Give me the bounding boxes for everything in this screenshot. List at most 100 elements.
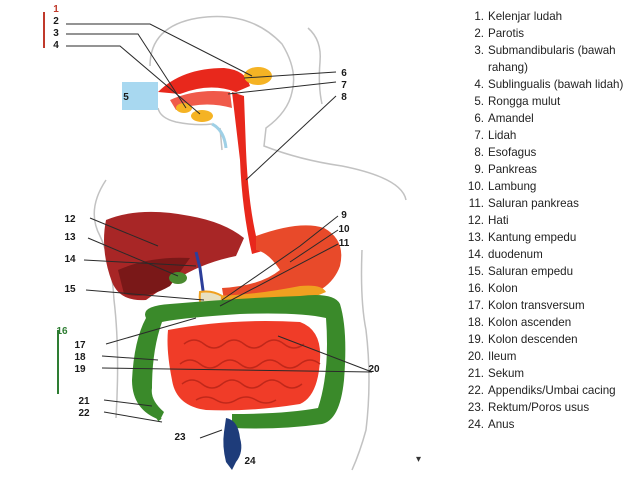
legend-number: 20. xyxy=(467,350,484,363)
callout-15: 15 xyxy=(64,284,76,295)
legend-number: 15. xyxy=(467,265,484,278)
callout-10: 10 xyxy=(338,224,350,235)
intestine-folds xyxy=(179,339,321,404)
legend-item: 15. Saluran empedu xyxy=(452,263,636,280)
legend-text: Hati xyxy=(488,214,509,227)
legend-number: 9. xyxy=(474,163,484,176)
leader-lines xyxy=(66,23,373,439)
legend-text: Kolon transversum xyxy=(488,299,585,312)
callout-18: 18 xyxy=(74,352,86,363)
legend-item: 18. Kolon ascenden xyxy=(452,314,636,331)
legend-text: Sublingualis (bawah lidah) xyxy=(488,78,624,91)
legend-number: 4. xyxy=(474,78,484,91)
legend-number: 8. xyxy=(474,146,484,159)
legend-text: Saluran empedu xyxy=(488,265,574,278)
legend-text: Saluran pankreas xyxy=(488,197,579,210)
legend-number: 18. xyxy=(467,316,484,329)
legend-text: Kolon ascenden xyxy=(488,316,572,329)
gallbladder xyxy=(169,272,187,284)
legend-item: 4. Sublingualis (bawah lidah) xyxy=(452,76,636,93)
legend-text: Submandibularis (bawah rahang) xyxy=(488,44,616,74)
legend-item: 12. Hati xyxy=(452,212,636,229)
legend-text: Kolon descenden xyxy=(488,333,578,346)
legend-text: Amandel xyxy=(488,112,534,125)
legend-item: 22. Appendiks/Umbai cacing xyxy=(452,382,636,399)
legend-number: 10. xyxy=(467,180,484,193)
callout-6: 6 xyxy=(341,68,347,79)
legend-number: 24. xyxy=(467,418,484,431)
legend-number: 19. xyxy=(467,333,484,346)
legend-item: 3. Submandibularis (bawah rahang) xyxy=(452,42,636,76)
legend-item: 23.Rektum/Poros usus xyxy=(452,399,636,416)
liver-shade xyxy=(118,257,190,296)
callout-21: 21 xyxy=(78,396,90,407)
legend-number: 12. xyxy=(467,214,484,227)
callout-1: 1 xyxy=(53,4,59,15)
rectum xyxy=(223,418,242,462)
legend-text: Sekum xyxy=(488,367,525,380)
legend-number: 2. xyxy=(474,27,484,40)
callout-2: 2 xyxy=(53,16,59,27)
legend-item: 24. Anus xyxy=(452,416,636,433)
legend-text: duodenum xyxy=(488,248,543,261)
callout-24: 24 xyxy=(244,456,256,467)
legend-text: Ileum xyxy=(488,350,517,363)
legend-number: 5. xyxy=(474,95,484,108)
legend-item: 6. Amandel xyxy=(452,110,636,127)
legend-item: 16. Kolon xyxy=(452,280,636,297)
legend-text: Esofagus xyxy=(488,146,537,159)
mouth-cavity-box xyxy=(122,82,158,110)
callout-13: 13 xyxy=(64,232,76,243)
legend-text: Rektum/Poros usus xyxy=(488,401,590,414)
callout-20: 20 xyxy=(368,364,380,375)
callout-17: 17 xyxy=(74,340,86,351)
legend-number: 1. xyxy=(474,10,484,23)
callout-19: 19 xyxy=(74,364,86,375)
legend-list: 1. Kelenjar ludah 2. Parotis 3. Submandibular… xyxy=(452,8,636,433)
legend-number: 16. xyxy=(467,282,484,295)
legend-number: 3. xyxy=(474,44,484,57)
throat xyxy=(211,122,228,149)
legend-item: 8. Esofagus xyxy=(452,144,636,161)
legend-item: 7.Lidah xyxy=(452,127,636,144)
colon xyxy=(132,295,346,429)
callout-9: 9 xyxy=(341,210,347,221)
bile-duct xyxy=(194,251,206,299)
callout-16: 16 xyxy=(56,326,68,337)
legend-text: Appendiks/Umbai cacing xyxy=(488,384,616,397)
legend-item: 2. Parotis xyxy=(452,25,636,42)
legend-number: 11. xyxy=(468,197,484,210)
legend-item: 13. Kantung empedu xyxy=(452,229,636,246)
callout-5: 5 xyxy=(123,92,129,103)
palate xyxy=(158,68,250,94)
callout-7: 7 xyxy=(341,80,347,91)
legend-number: 6. xyxy=(474,112,484,125)
legend-item: 20. Ileum xyxy=(452,348,636,365)
legend-item: 11. Saluran pankreas xyxy=(452,195,636,212)
legend-number: 14. xyxy=(467,248,484,261)
callout-11: 11 xyxy=(339,238,350,249)
legend-item: 10. Lambung xyxy=(452,178,636,195)
callout-22: 22 xyxy=(78,408,90,419)
legend-text: Anus xyxy=(488,418,515,431)
legend-item: 5.Rongga mulut xyxy=(452,93,636,110)
callout-12: 12 xyxy=(64,214,76,225)
callout-3: 3 xyxy=(53,28,59,39)
sublingual-gland xyxy=(176,103,192,113)
anus xyxy=(226,462,236,470)
legend-number: 13. xyxy=(467,231,484,244)
legend-text: Parotis xyxy=(488,27,525,40)
stomach xyxy=(222,225,342,302)
legend-number: 7. xyxy=(474,129,484,142)
parotid-gland xyxy=(244,67,272,85)
legend-number: 22. xyxy=(467,384,484,397)
legend-text: Kolon xyxy=(488,282,518,295)
legend-text: Kelenjar ludah xyxy=(488,10,563,23)
legend-item: 9.Pankreas xyxy=(452,161,636,178)
legend-text: Kantung empedu xyxy=(488,231,577,244)
legend-item: 14. duodenum xyxy=(452,246,636,263)
callout-8: 8 xyxy=(341,92,347,103)
legend-text: Lambung xyxy=(488,180,537,193)
